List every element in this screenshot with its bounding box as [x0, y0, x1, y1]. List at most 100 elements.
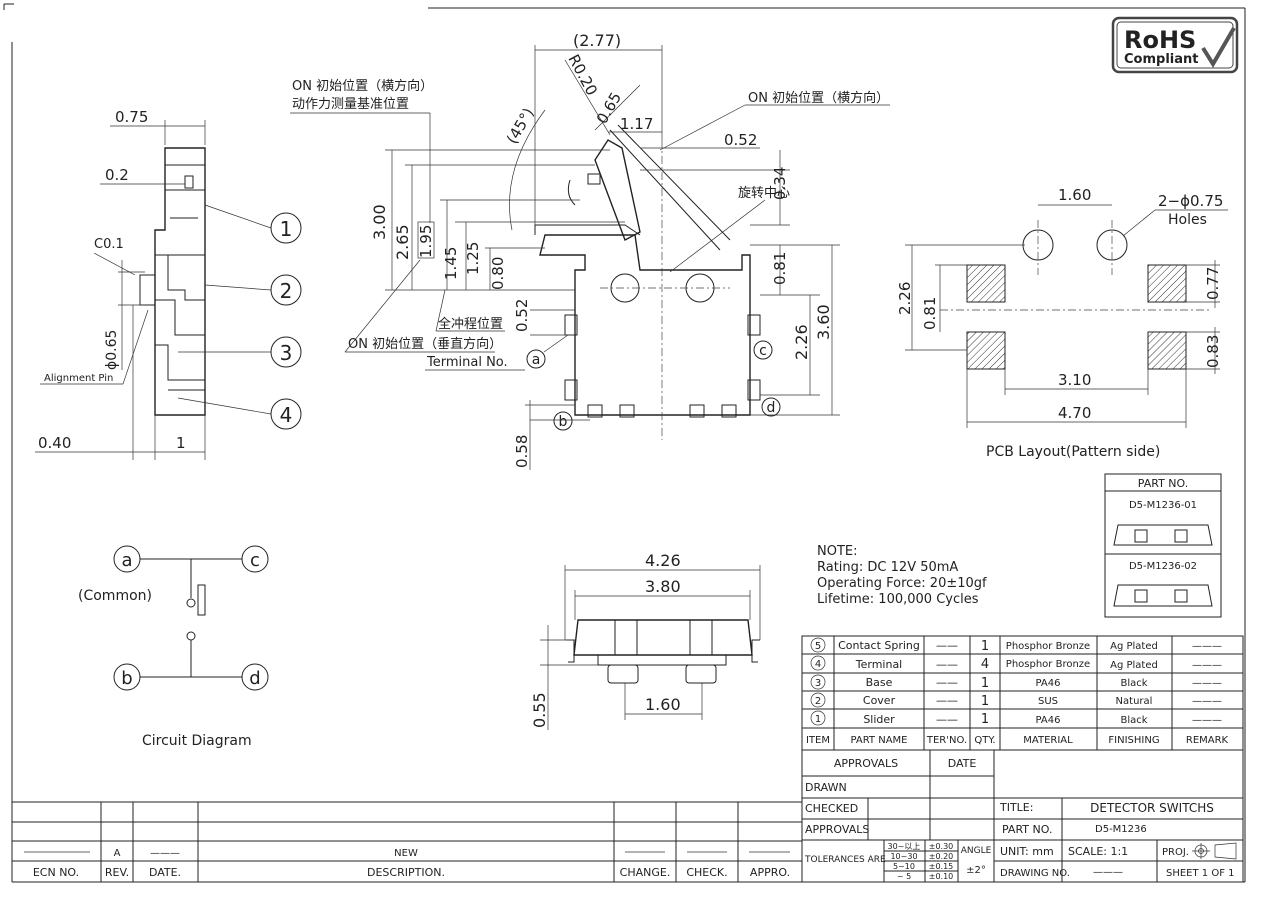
tb-checked: CHECKED	[805, 802, 858, 815]
note-rating: Rating: DC 12V 50mA	[817, 560, 958, 575]
tb-tol-r1: 30~以上	[888, 842, 921, 851]
dim-2-26: 2.26	[792, 324, 811, 360]
rev-h-change: CHANGE.	[620, 866, 671, 879]
tb-drawing-no: DRAWING NO.	[1000, 868, 1070, 879]
rev-letter: A	[114, 848, 121, 859]
circuit-d: d	[249, 668, 260, 689]
dim-1-45: 1.45	[442, 247, 460, 280]
bom-material: PA46	[1036, 715, 1061, 726]
bottom-dim-0-55: 0.55	[530, 692, 549, 728]
bom-h-item: ITEM	[806, 735, 830, 746]
bom-finishing: Natural	[1116, 696, 1153, 707]
bom-row-2: 2 Cover —— 1 SUS Natural ———	[810, 692, 1222, 709]
terminal-a: a	[532, 352, 541, 368]
circuit-caption: Circuit Diagram	[142, 733, 252, 749]
title-block: APPROVALS DATE DRAWN CHECKED APPROVALS T…	[801, 749, 1244, 883]
part-box-p2: D5-M1236-02	[1129, 561, 1197, 572]
full-stroke-label: 全冲程位置	[438, 316, 503, 332]
check-icon	[1201, 26, 1236, 68]
pcb-layout: 1.60 2−ϕ0.75 Holes 2.26 0.81 0.77 0.83 3…	[896, 186, 1228, 460]
circuit-b: b	[121, 668, 132, 689]
terminal-no-label: Terminal No.	[426, 355, 508, 370]
bom-remark: ———	[1192, 696, 1222, 707]
bom-ter: ——	[936, 639, 958, 652]
dim-0-81: 0.81	[771, 252, 789, 285]
circuit-diagram: a c b d (Common) Circuit Diagram	[78, 545, 269, 749]
note-title: NOTE:	[817, 544, 858, 559]
pcb-dim-2-26: 2.26	[896, 282, 914, 315]
bom-name: Contact Spring	[838, 639, 920, 652]
pcb-holes-b: Holes	[1168, 212, 1207, 228]
tb-sheet: SHEET 1 OF 1	[1166, 868, 1235, 879]
tb-tol-v1: ±0.30	[929, 842, 954, 851]
front-view: (2.77) R0.20 0.65 (45°) 1.17 0.52 ON 初始位…	[290, 31, 890, 470]
tb-proj: PROJ.	[1162, 847, 1189, 858]
tb-angle-v: ±2°	[966, 865, 986, 876]
bom-ter: ——	[936, 694, 958, 707]
bom-finishing: Black	[1120, 678, 1147, 689]
bom-qty: 1	[981, 639, 989, 654]
bom-table: 5 Contact Spring —— 1 Phosphor Bronze Ag…	[801, 635, 1244, 751]
tb-title-label: TITLE:	[999, 801, 1033, 814]
bom-remark: ———	[1192, 660, 1222, 671]
bom-name: Slider	[863, 713, 895, 726]
dim-0-40: 0.40	[38, 434, 71, 452]
bom-h-remark: REMARK	[1186, 735, 1229, 746]
bom-qty: 1	[981, 712, 989, 727]
bom-qty: 1	[981, 676, 989, 691]
action-force-label: 动作力测量基准位置	[292, 97, 409, 112]
tb-title-value: DETECTOR SWITCHS	[1090, 801, 1214, 815]
bom-name: Base	[866, 676, 893, 689]
bom-h-ter: TER'NO.	[926, 735, 967, 746]
rohs-line1: RoHS	[1124, 26, 1196, 54]
rev-h-date: DATE.	[149, 866, 181, 879]
bom-item: 5	[815, 641, 821, 652]
bom-row-4: 4 Terminal —— 4 Phosphor Bronze Ag Plate…	[810, 655, 1222, 672]
balloon-1: 1	[280, 217, 293, 241]
bom-qty: 1	[981, 694, 989, 709]
bom-h-material: MATERIAL	[1023, 735, 1073, 746]
rev-h-desc: DESCRIPTION.	[367, 866, 445, 879]
dim-2-77: (2.77)	[573, 31, 621, 50]
alignment-pin-label: Alignment Pin	[44, 373, 113, 384]
bom-row-3: 3 Base —— 1 PA46 Black ———	[810, 674, 1222, 691]
dim-1-25: 1.25	[464, 242, 482, 275]
dim-0-2: 0.2	[105, 166, 129, 184]
bom-finishing: Ag Plated	[1110, 660, 1158, 671]
dim-0-58: 0.58	[513, 435, 531, 468]
dim-1-17: 1.17	[620, 115, 653, 133]
bottom-dim-1-60: 1.60	[645, 695, 681, 714]
dim-2-65: 2.65	[393, 224, 412, 260]
tb-drawing-no-v: ———	[1093, 867, 1123, 878]
bom-h-finishing: FINISHING	[1108, 735, 1159, 746]
rohs-line2: Compliant	[1124, 52, 1198, 67]
dim-0-80: 0.80	[489, 257, 507, 290]
bom-header-row: ITEM PART NAME TER'NO. QTY. MATERIAL FIN…	[806, 735, 1229, 746]
tb-approvals-header: APPROVALS	[834, 757, 898, 770]
dim-3-00: 3.00	[370, 204, 389, 240]
bom-h-qty: QTY.	[974, 735, 995, 746]
rev-desc: NEW	[394, 848, 418, 859]
rev-h-rev: REV.	[105, 866, 129, 879]
on-initial-v-label: ON 初始位置（垂直方向）	[348, 336, 502, 352]
rev-h-appro: APPRO.	[750, 866, 790, 879]
bom-finishing: Black	[1120, 715, 1147, 726]
tb-scale: SCALE: 1:1	[1068, 845, 1128, 858]
tb-partno-value: D5-M1236	[1095, 824, 1147, 835]
bottom-view: 4.26 3.80 0.55 1.60	[530, 551, 761, 730]
pcb-dim-4-70: 4.70	[1058, 404, 1091, 422]
part-box-p1: D5-M1236-01	[1129, 500, 1197, 511]
bom-ter: ——	[936, 676, 958, 689]
terminal-d: d	[767, 400, 776, 416]
dim-0-52b: 0.52	[513, 299, 531, 332]
note-life: Lifetime: 100,000 Cycles	[817, 592, 979, 607]
bom-item: 2	[815, 696, 821, 707]
bom-material: SUS	[1038, 696, 1058, 707]
rev-date: ———	[150, 848, 180, 859]
dim-0-52: 0.52	[724, 131, 757, 149]
tb-tol-r2: 10~30	[890, 852, 917, 861]
bottom-dim-4-26: 4.26	[645, 551, 681, 570]
notes: NOTE: Rating: DC 12V 50mA Operating Forc…	[817, 544, 987, 607]
bom-material: Phosphor Bronze	[1006, 659, 1090, 670]
tb-tolerances: TOLERANCES ARE	[804, 855, 886, 865]
